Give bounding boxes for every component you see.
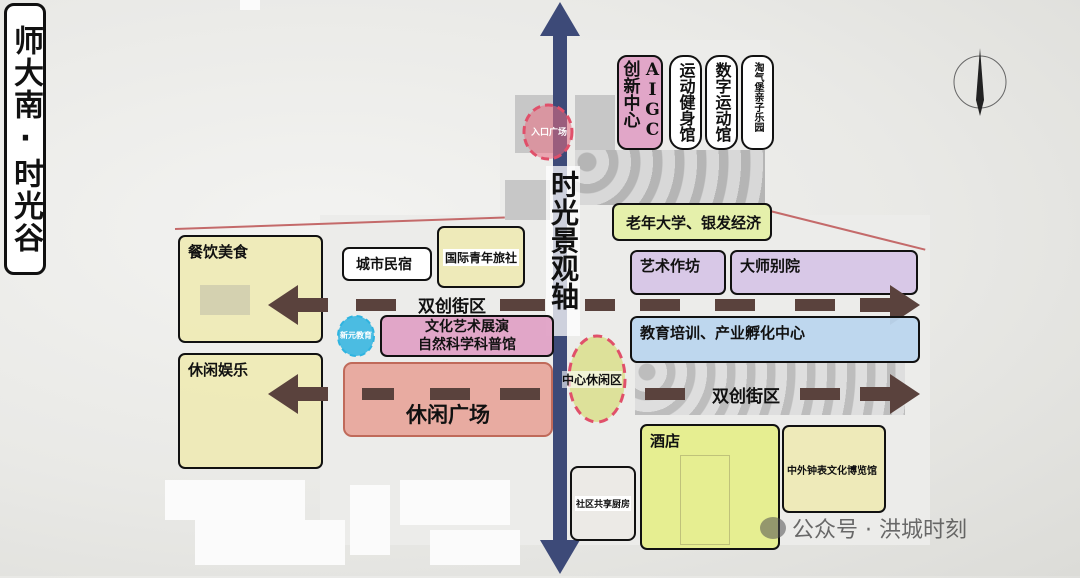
zone-hotel: 酒店 xyxy=(640,424,780,550)
watermark: 公众号 · 洪城时刻 xyxy=(760,512,967,544)
blue-marker-label: 新元教育 xyxy=(340,330,372,340)
zone-culture-nature: 文化艺术展演 自然科学科普馆 xyxy=(380,315,554,357)
building xyxy=(400,480,510,525)
page-title: 师大南·时光谷 xyxy=(8,24,43,254)
building xyxy=(240,0,260,10)
title-panel: 师大南·时光谷 xyxy=(4,3,46,275)
street-arrow-right-lower xyxy=(860,374,920,414)
zone-leisure-ent-label: 休闲娱乐 xyxy=(188,361,249,379)
street-dash xyxy=(800,388,840,400)
building xyxy=(505,180,550,220)
zone-dining-label: 餐饮美食 xyxy=(188,243,249,261)
axis-label: 时光景观轴 xyxy=(546,166,580,336)
building xyxy=(575,95,615,150)
axis-arrow-top-icon xyxy=(540,2,580,36)
zone-aigc: AIGC创新中心 xyxy=(617,55,663,150)
center-leisure-label: 中心休闲区 xyxy=(562,371,623,388)
blue-marker xyxy=(336,314,376,358)
zone-city-bnb-label: 城市民宿 xyxy=(356,257,412,273)
zone-leisure-ent: 休闲娱乐 xyxy=(178,353,323,469)
watermark-text: 公众号 · 洪城时刻 xyxy=(792,518,967,543)
zone-art-studio: 艺术作坊 xyxy=(630,250,726,295)
zone-sports-fitness: 运动健身馆 xyxy=(669,55,702,150)
zone-digital-sports-label: 数字运动馆 xyxy=(712,62,732,142)
street-label-upper: 双创街区 xyxy=(418,297,486,317)
zone-culture-show-label: 文化艺术展演 xyxy=(425,319,509,335)
street-arrow-left-upper xyxy=(268,285,328,325)
entrance-marker xyxy=(522,103,574,161)
zone-community-kitchen-label: 社区共享厨房 xyxy=(574,496,631,511)
street-dash xyxy=(585,299,615,311)
street-dash xyxy=(430,388,470,400)
zone-youth-hostel-label: 国际青年旅社 xyxy=(443,248,520,266)
street-dash xyxy=(795,299,835,311)
zone-clock-museum-label: 中外钟表文化博览馆 xyxy=(787,465,877,477)
building xyxy=(200,285,250,315)
zone-master-villa: 大师别院 xyxy=(730,250,918,295)
street-dash xyxy=(715,299,755,311)
street-arrow-right-upper xyxy=(860,285,920,325)
zone-senior: 老年大学、银发经济 xyxy=(612,203,772,241)
zone-digital-sports: 数字运动馆 xyxy=(705,55,738,150)
zone-sports-fitness-label: 运动健身馆 xyxy=(676,62,696,142)
zone-aigc-label: AIGC创新中心 xyxy=(619,60,663,140)
street-dash xyxy=(362,388,394,400)
zone-senior-label: 老年大学、银发经济 xyxy=(626,213,762,232)
zone-leisure-plaza-label: 休闲广场 xyxy=(406,402,490,427)
street-dash xyxy=(645,388,685,400)
zone-nature-museum-label: 自然科学科普馆 xyxy=(418,337,516,353)
zone-hunqi-label: 淘气堡亲子乐园 xyxy=(752,62,763,132)
building xyxy=(195,520,345,565)
zone-hotel-label: 酒店 xyxy=(650,432,681,450)
zone-art-studio-label: 艺术作坊 xyxy=(640,257,701,275)
street-label-lower: 双创街区 xyxy=(712,387,780,407)
zone-education: 教育培训、产业孵化中心 xyxy=(630,316,920,363)
street-arrow-left-lower xyxy=(268,374,328,414)
zone-master-villa-label: 大师别院 xyxy=(740,257,801,275)
building xyxy=(680,455,730,545)
street-dash xyxy=(640,299,680,311)
north-arrow-icon xyxy=(950,40,1010,120)
entrance-label: 入口广场 xyxy=(530,128,567,138)
axis-arrow-bottom-icon xyxy=(540,540,580,574)
zone-city-bnb: 城市民宿 xyxy=(342,247,432,281)
street-dash xyxy=(356,299,396,311)
tree-belt xyxy=(575,150,765,205)
building xyxy=(430,530,520,565)
building xyxy=(350,485,390,555)
zone-youth-hostel: 国际青年旅社 xyxy=(437,226,525,288)
zone-clock-museum: 中外钟表文化博览馆 xyxy=(782,425,886,513)
street-dash xyxy=(500,388,540,400)
street-dash xyxy=(500,299,545,311)
wechat-icon xyxy=(760,517,786,539)
zone-education-label: 教育培训、产业孵化中心 xyxy=(640,324,806,342)
zone-hunqi: 淘气堡亲子乐园 xyxy=(741,55,774,150)
building xyxy=(165,480,305,520)
zone-community-kitchen: 社区共享厨房 xyxy=(570,466,636,541)
